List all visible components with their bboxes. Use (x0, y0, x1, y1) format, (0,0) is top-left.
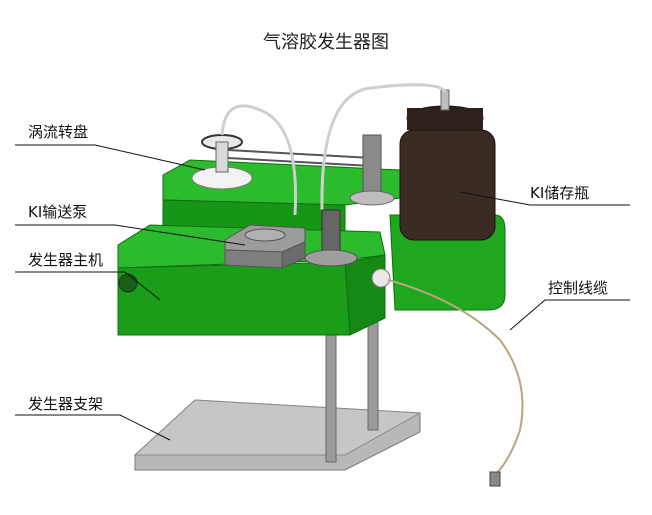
leader-lines (15, 144, 630, 441)
stand-base-top (133, 399, 422, 456)
motor-post-base (349, 190, 395, 206)
leader-ki-bottle (459, 191, 630, 206)
label-main-unit: 发生器主机 (28, 251, 104, 269)
cable-connector (371, 268, 391, 288)
nozzle-column (321, 209, 341, 256)
leader-cable (509, 299, 630, 331)
front-knob (118, 273, 138, 293)
leader-main-unit (15, 271, 161, 301)
nozzle-column-base (304, 249, 358, 267)
pump-rotor (244, 228, 286, 242)
cable-plug (489, 471, 501, 487)
label-vortex-turntable: 涡流转盘 (28, 123, 89, 141)
pump-box-front (224, 249, 283, 269)
drive-belt (227, 149, 373, 167)
ki-bottle-fitting (440, 89, 450, 111)
turntable-spindle (215, 141, 229, 173)
main-block-side (344, 254, 386, 336)
leader-vortex (15, 144, 206, 171)
feed-tube-right (320, 83, 447, 211)
feed-tube-left (220, 104, 298, 216)
label-stand: 发生器支架 (28, 395, 104, 413)
label-ki-bottle: KI储存瓶 (530, 184, 590, 202)
leader-ki-pump (15, 224, 246, 246)
leader-stand (15, 414, 171, 441)
stand-rod-front (325, 329, 337, 463)
motor-post (362, 134, 382, 198)
diagram-title: 气溶胶发生器图 (263, 32, 389, 53)
main-block-front (117, 261, 351, 336)
ki-bottle-cap-side (407, 108, 483, 130)
stand-rod-back (367, 309, 379, 431)
ki-bottle-body (399, 129, 496, 241)
label-ki-pump: KI输送泵 (28, 203, 88, 221)
label-control-cable: 控制线缆 (548, 279, 609, 297)
control-cable-line (387, 279, 524, 476)
